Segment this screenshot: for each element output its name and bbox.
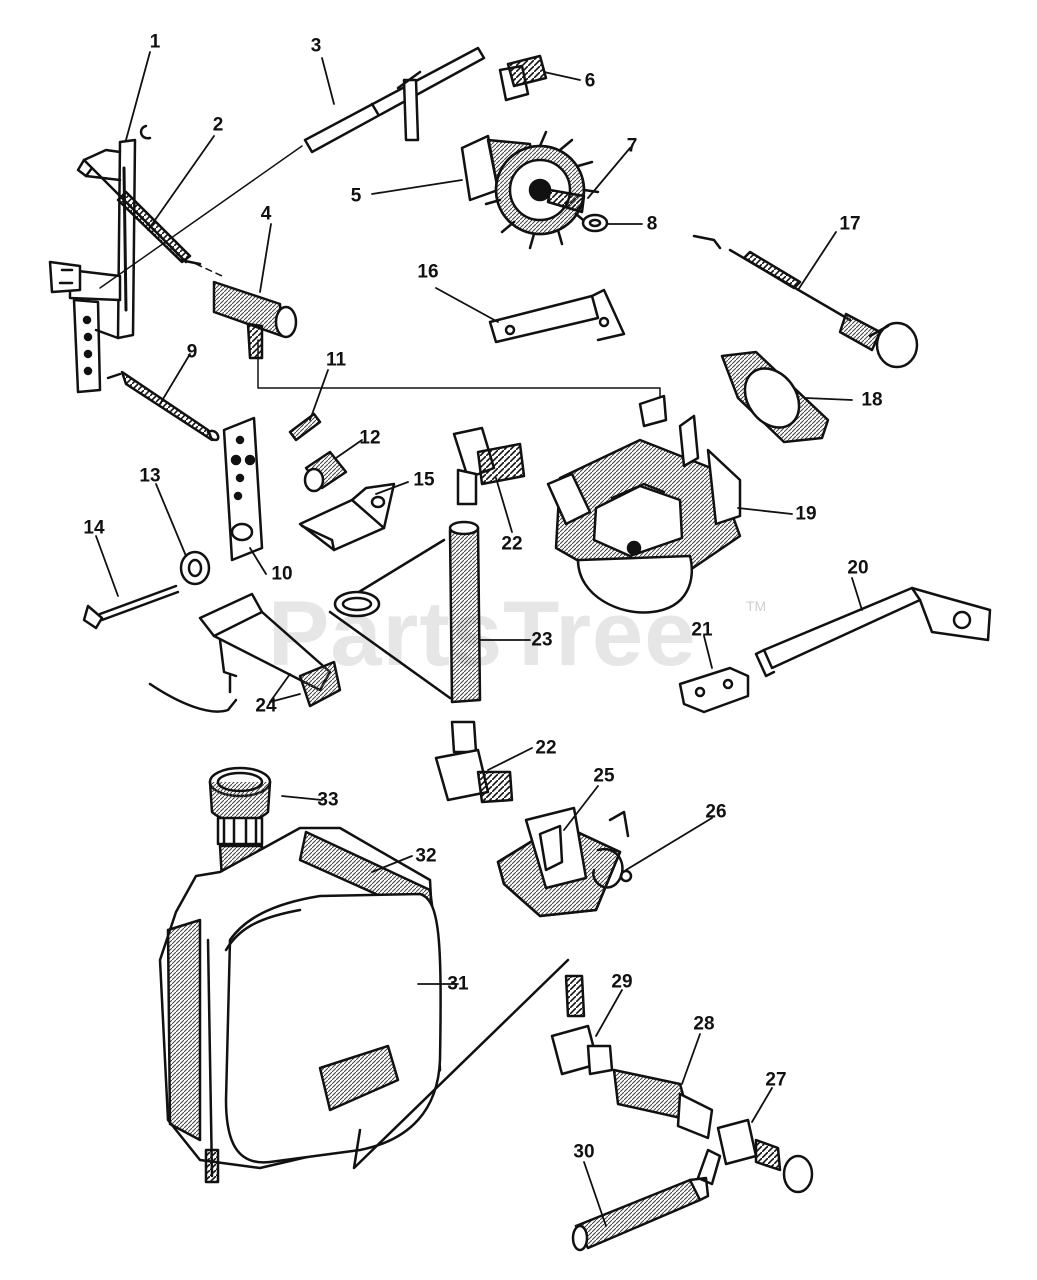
callout-32: 32 (415, 845, 437, 867)
part-2-governor-spring (90, 166, 202, 266)
callout-17: 17 (839, 213, 861, 235)
callout-18: 18 (861, 389, 883, 411)
part-23-fuel-hose (328, 520, 482, 704)
callout-7: 7 (626, 135, 638, 157)
part-3-governor-shaft (303, 46, 486, 154)
callout-24: 24 (255, 695, 277, 717)
part-30-filter-screen (571, 1176, 710, 1252)
part-4-swivel-block (212, 280, 298, 360)
part-21-clip (678, 666, 750, 714)
part-25-fuel-pump (496, 806, 630, 918)
callout-3: 3 (310, 35, 322, 57)
callout-21: 21 (691, 619, 713, 641)
callout-30: 30 (573, 1141, 595, 1163)
watermark-trademark: TM (746, 598, 767, 614)
callout-26: 26 (705, 801, 727, 823)
callout-4: 4 (260, 203, 272, 225)
callout-6: 6 (584, 70, 596, 92)
callout-27: 27 (765, 1069, 787, 1091)
callout-22-lower: 22 (535, 737, 557, 759)
part-6-drain-plug (498, 54, 548, 102)
callout-14: 14 (83, 517, 105, 539)
part-9-extension-spring (106, 370, 220, 442)
callout-22-upper: 22 (501, 533, 523, 555)
callout-2: 2 (212, 114, 224, 136)
callout-5: 5 (350, 185, 362, 207)
callout-16: 16 (417, 261, 439, 283)
part-24-throttle-arm (148, 592, 342, 713)
callout-29: 29 (611, 971, 633, 993)
part-11-pin (288, 412, 322, 442)
callout-13: 13 (139, 465, 161, 487)
callout-33: 33 (317, 789, 339, 811)
part-14-bolt (82, 584, 180, 630)
part-12-bushing (303, 450, 348, 493)
callout-25: 25 (593, 765, 615, 787)
callout-28: 28 (693, 1013, 715, 1035)
part-15-choke-bracket (298, 482, 396, 552)
part-18-gasket (720, 350, 830, 444)
callout-9: 9 (186, 341, 198, 363)
part-23-hose-clamp (333, 590, 381, 618)
callout-11: 11 (325, 349, 347, 371)
part-19-carburetor (546, 394, 742, 614)
part-22-elbow-fitting-upper (452, 426, 526, 506)
callout-19: 19 (795, 503, 817, 525)
part-22-elbow-fitting-lower (434, 720, 514, 804)
part-5-flywheel (460, 130, 600, 250)
part-31-fuel-tank (158, 826, 570, 1184)
part-16-link-bracket (488, 288, 626, 344)
callout-15: 15 (413, 469, 435, 491)
part-29-elbow (550, 974, 614, 1076)
callout-12: 12 (359, 427, 381, 449)
part-33-fuel-cap-gauge (208, 766, 272, 882)
callout-20: 20 (847, 557, 869, 579)
part-26-clamp (592, 847, 633, 889)
part-13-grommet (179, 550, 211, 586)
part-27-shutoff-valve (696, 1118, 814, 1194)
callout-31: 31 (447, 973, 469, 995)
part-20-mounting-strap (754, 586, 992, 678)
callout-10: 10 (271, 563, 293, 585)
part-17-choke-cable (692, 234, 919, 369)
callout-1: 1 (149, 31, 161, 53)
leader-lines (95, 51, 863, 1227)
part-8-washer (581, 213, 609, 233)
callout-8: 8 (646, 213, 658, 235)
part-28-fuel-line (612, 1068, 714, 1140)
callout-23: 23 (531, 629, 553, 651)
part-1-control-bracket (48, 124, 152, 394)
part-10-link-plate (222, 416, 264, 562)
